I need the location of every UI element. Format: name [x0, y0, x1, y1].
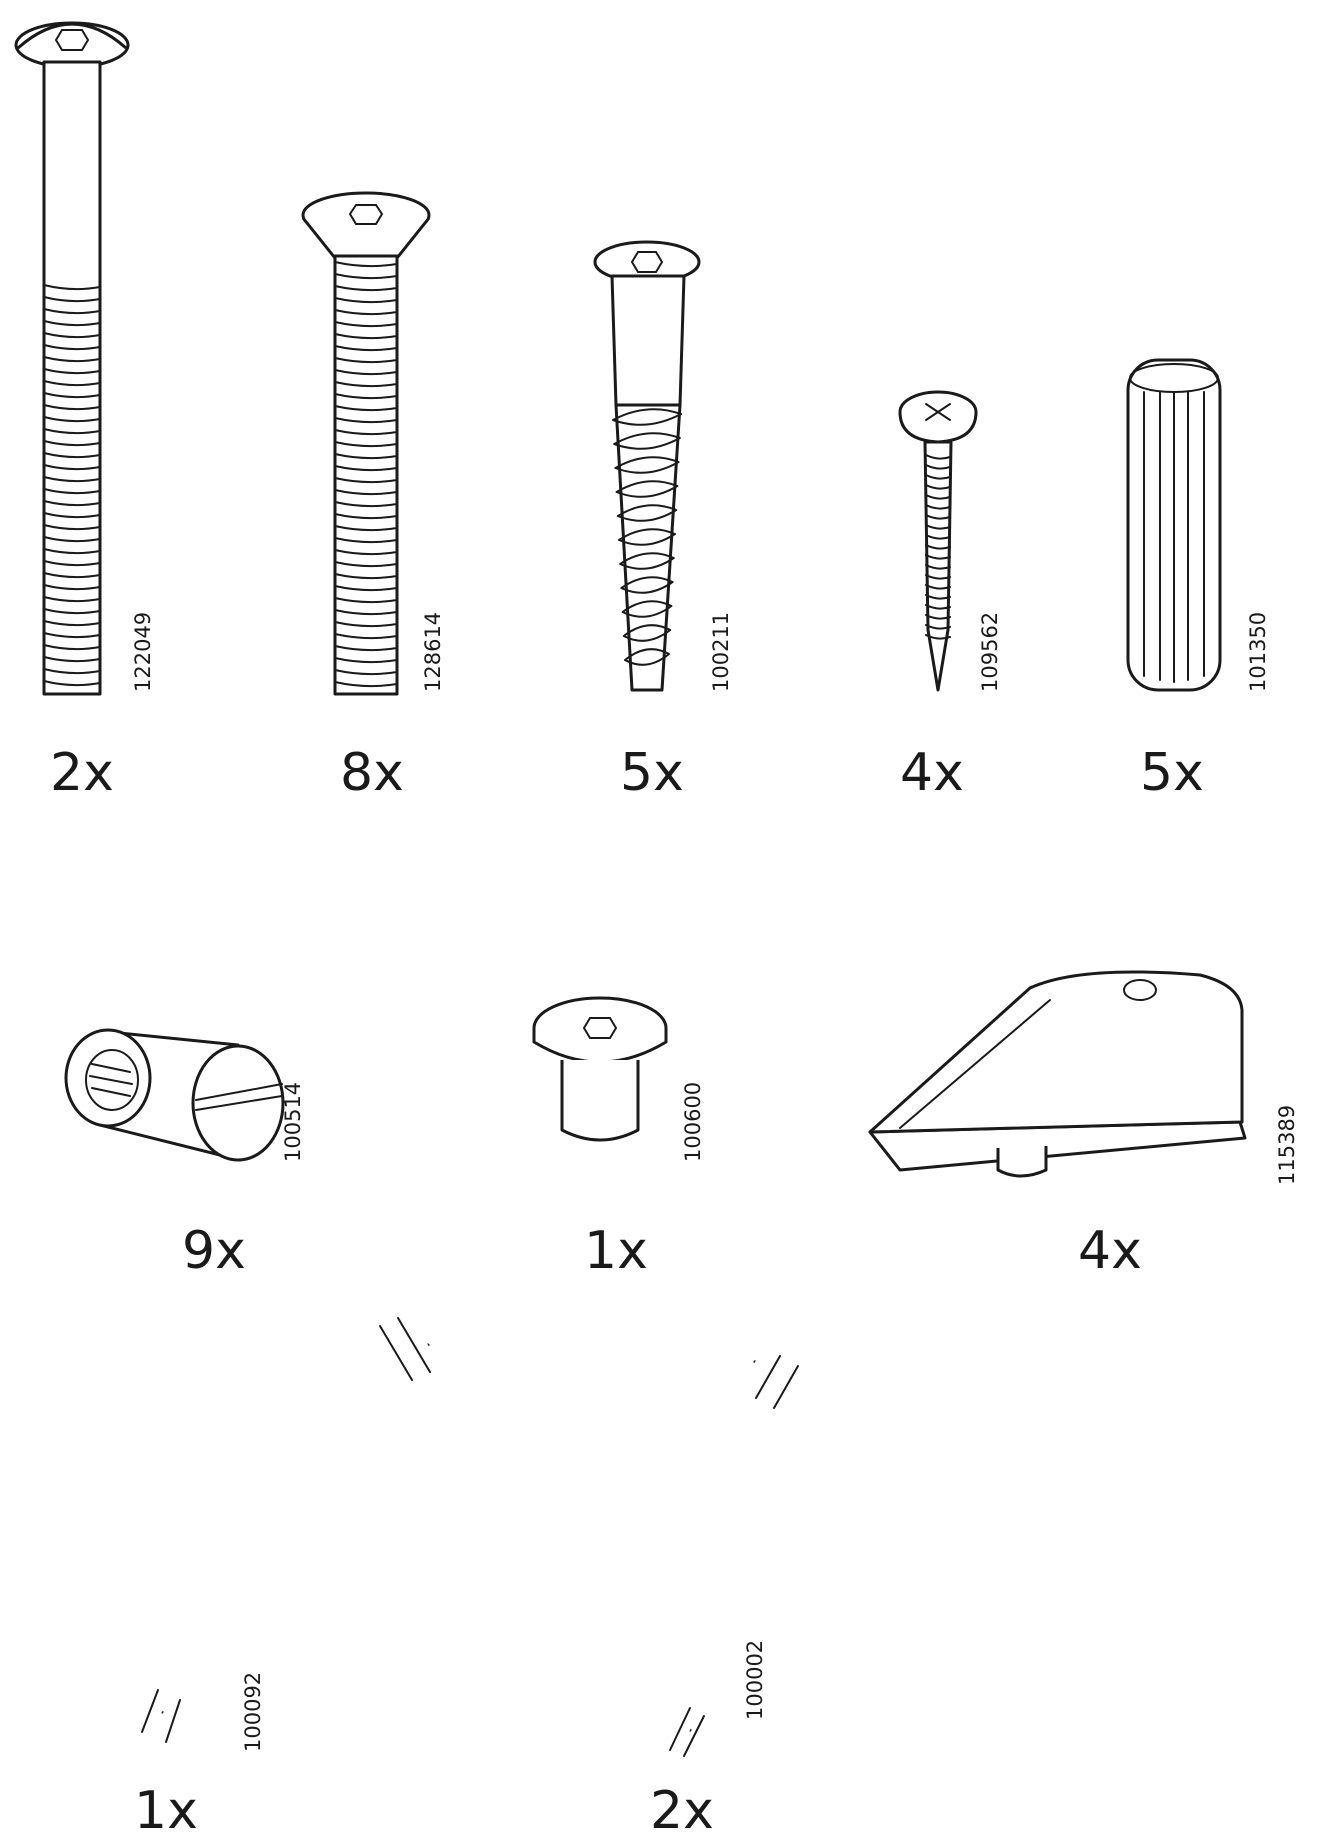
- pan-head-screw-illustration: [898, 390, 978, 692]
- part-number-label: 115389: [1275, 1105, 1299, 1185]
- short-allen-key-illustration: [576, 1344, 860, 1757]
- countersunk-bolt-illustration: [301, 191, 431, 696]
- quantity-label: 1x: [584, 1221, 648, 1281]
- quantity-label: 8x: [340, 743, 404, 803]
- quantity-label: 1x: [134, 1781, 198, 1840]
- part-number-label: 100514: [281, 1082, 305, 1162]
- wooden-dowel-illustration: [1126, 358, 1222, 692]
- part-number-label: 100600: [681, 1082, 705, 1162]
- connector-sleeve-illustration: [532, 996, 668, 1142]
- part-number-label: 100211: [709, 612, 733, 692]
- part-number-label: 100002: [743, 1640, 767, 1720]
- quantity-label: 2x: [650, 1781, 714, 1840]
- quantity-label: 4x: [900, 743, 964, 803]
- long-allen-key-illustration: [0, 1317, 439, 1743]
- part-number-label: 109562: [978, 612, 1002, 692]
- part-number-label: 122049: [131, 612, 155, 692]
- part-number-label: 100092: [241, 1672, 265, 1752]
- quantity-label: 5x: [620, 743, 684, 803]
- plastic-bracket-illustration: [868, 970, 1247, 1178]
- cross-dowel-illustration: [64, 1028, 285, 1162]
- quantity-label: 5x: [1140, 743, 1204, 803]
- button-head-bolt-illustration: [14, 21, 130, 696]
- quantity-label: 9x: [182, 1221, 246, 1281]
- quantity-label: 4x: [1078, 1221, 1142, 1281]
- part-number-label: 128614: [421, 612, 445, 692]
- quantity-label: 2x: [50, 743, 114, 803]
- cam-screw-illustration: [593, 240, 701, 692]
- part-number-label: 101350: [1246, 612, 1270, 692]
